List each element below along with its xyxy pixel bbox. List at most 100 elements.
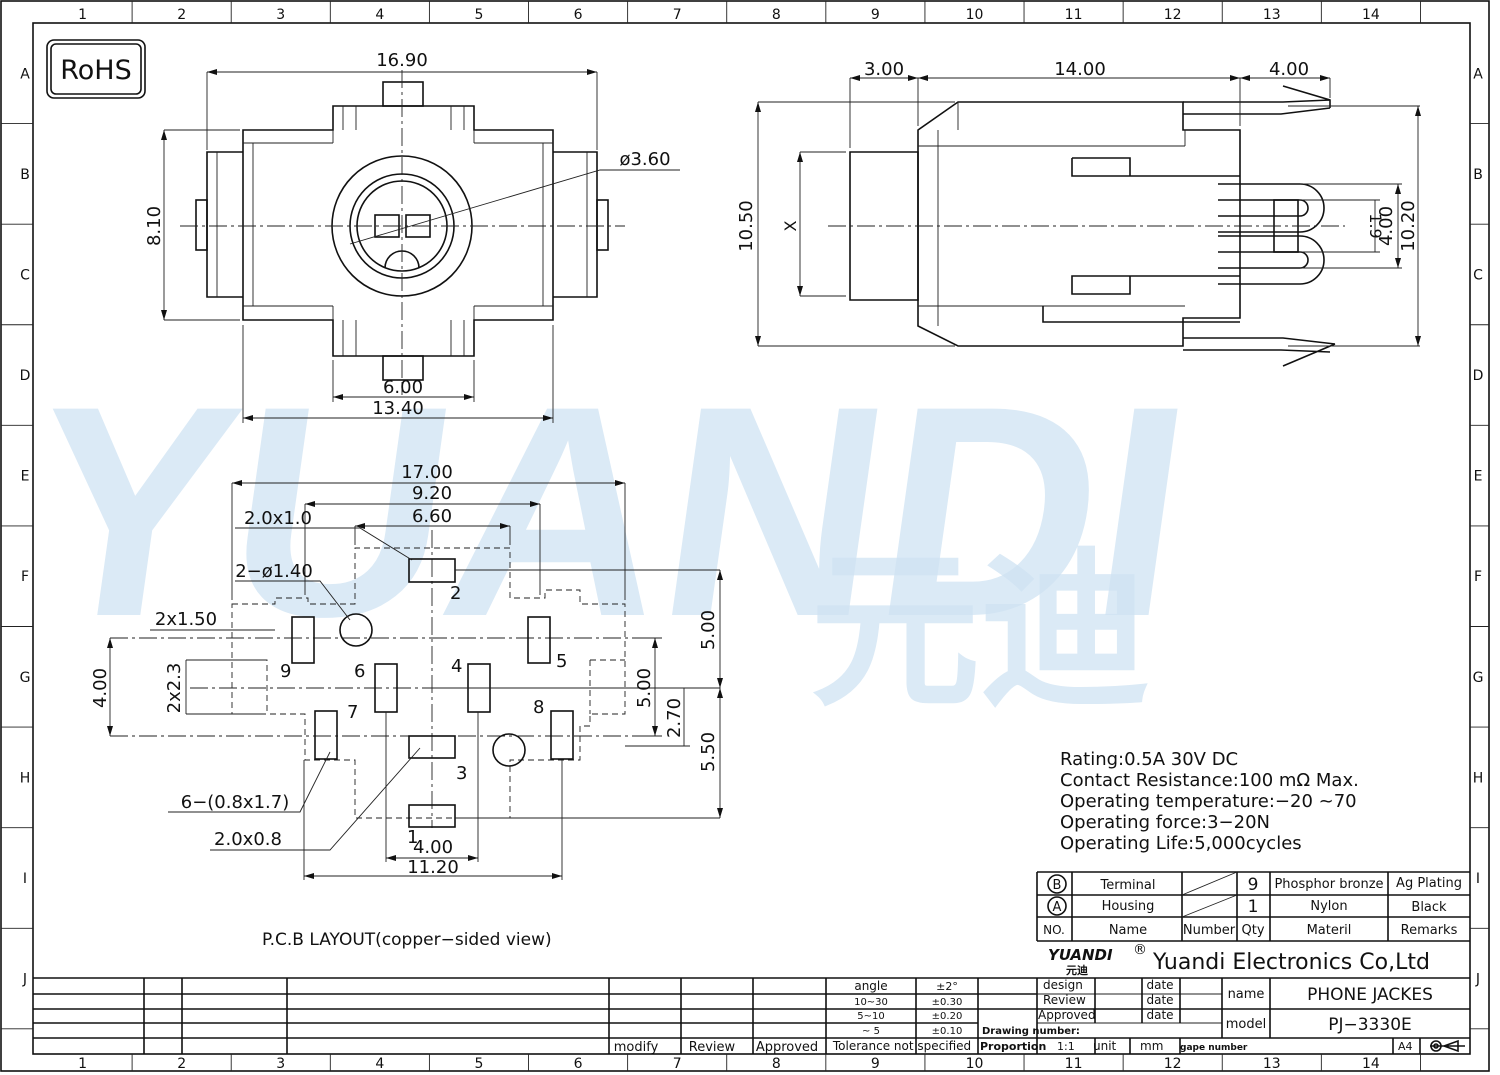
tolerance-label: Tolerance not specified xyxy=(832,1039,971,1053)
pin-4: 4 xyxy=(451,656,462,677)
dim-2x1-50: 2x1.50 xyxy=(155,609,217,630)
company-banner: YUANDI 元迪 ® Yuandi Electronics Co,Ltd xyxy=(1048,942,1430,977)
row-label: A xyxy=(1473,66,1483,82)
dim-hole: ø3.60 xyxy=(619,149,670,170)
pcb-slot-5 xyxy=(527,616,551,664)
row-label: B xyxy=(20,167,30,183)
pin-9: 9 xyxy=(280,661,291,682)
col-label: 6 xyxy=(574,1056,583,1072)
tb-model-label: model xyxy=(1226,1017,1266,1032)
tol-key: ~ 5 xyxy=(862,1026,880,1037)
company-reg: ® xyxy=(1133,942,1147,958)
bom-header-name: Name xyxy=(1109,923,1147,938)
col-label: 1 xyxy=(78,7,87,23)
tb-review: Review xyxy=(1043,993,1086,1007)
dim-x: X xyxy=(781,220,800,231)
col-label: 10 xyxy=(966,1056,984,1072)
tol-val: ±0.30 xyxy=(932,997,963,1008)
col-label: 2 xyxy=(177,7,186,23)
tb-sheet: A4 xyxy=(1398,1040,1413,1053)
dim-4-00-left: 4.00 xyxy=(90,668,111,708)
col-label: 10 xyxy=(966,7,984,23)
tol-key: 10~30 xyxy=(854,997,888,1008)
spec-line: Rating:0.5A 30V DC xyxy=(1060,749,1238,770)
row-label: J xyxy=(1475,972,1480,988)
tb-name-label: name xyxy=(1228,987,1265,1002)
dim-pad-2x1: 2.0x1.0 xyxy=(244,508,312,529)
watermark: YUANDI 元迪 xyxy=(10,343,1207,731)
row-label: D xyxy=(20,368,31,384)
pcb-slot-9 xyxy=(291,616,315,664)
bom-material: Phosphor bronze xyxy=(1274,877,1383,892)
tb-unit: unit xyxy=(1093,1039,1117,1053)
tb-date: date xyxy=(1146,978,1173,992)
spec-line: Contact Resistance:100 mΩ Max. xyxy=(1060,770,1359,791)
watermark-brand: YUANDI xyxy=(10,343,1207,678)
tol-key: 5~10 xyxy=(857,1011,884,1022)
tb-name-value: PHONE JACKES xyxy=(1307,985,1433,1005)
specifications: Rating:0.5A 30V DC Contact Resistance:10… xyxy=(1060,749,1359,854)
col-label: 7 xyxy=(673,7,682,23)
tb-page-number: gape number xyxy=(1180,1043,1248,1053)
tb-approved: Approved xyxy=(1038,1008,1096,1022)
tol-val: ±2° xyxy=(936,980,958,993)
tb-model-value: PJ−3330E xyxy=(1328,1015,1412,1035)
col-label: 3 xyxy=(276,7,285,23)
rev-review: Review xyxy=(689,1040,736,1055)
col-label: 3 xyxy=(276,1056,285,1072)
row-label: F xyxy=(21,569,29,585)
col-label: 12 xyxy=(1164,7,1182,23)
pin-5: 5 xyxy=(556,651,567,672)
dim-4-00-bottom: 4.00 xyxy=(413,837,453,858)
bom-mark: B xyxy=(1053,878,1062,893)
col-label: 11 xyxy=(1065,7,1083,23)
dim-9-20: 9.20 xyxy=(412,483,452,504)
bom-header-material: Materil xyxy=(1307,923,1352,938)
spec-line: Operating force:3−20N xyxy=(1060,812,1270,833)
col-label: 1 xyxy=(78,1056,87,1072)
bom-material: Nylon xyxy=(1310,899,1347,914)
col-label: 11 xyxy=(1065,1056,1083,1072)
pin-3: 3 xyxy=(456,763,467,784)
row-label: G xyxy=(20,670,31,686)
bom-name: Terminal xyxy=(1100,878,1156,893)
row-label: C xyxy=(20,267,30,283)
tol-val: ±0.20 xyxy=(932,1011,963,1022)
tb-proportion: Proportion xyxy=(980,1040,1046,1053)
pin-2: 2 xyxy=(450,583,461,604)
bom-qty: 1 xyxy=(1248,897,1259,917)
tb-scale: 1:1 xyxy=(1057,1040,1075,1053)
col-label: 5 xyxy=(475,1056,484,1072)
projection-symbol xyxy=(1430,1039,1465,1053)
front-view: 16.90 8.10 ø3.60 6.00 13.40 xyxy=(144,50,680,423)
dim-2x2-3: 2x2.3 xyxy=(164,663,185,714)
col-label: 9 xyxy=(871,7,880,23)
bom-header-qty: Qty xyxy=(1241,923,1264,938)
title-block: modify Review Approved angle ±2° 10~30 ±… xyxy=(33,977,1470,1055)
col-label: 4 xyxy=(375,7,384,23)
tb-unit-value: mm xyxy=(1140,1039,1163,1053)
rohs-label: RoHS xyxy=(60,55,132,86)
row-label: H xyxy=(1473,770,1484,786)
pcb-caption: P.C.B LAYOUT(copper−sided view) xyxy=(262,930,552,950)
row-label: F xyxy=(1474,569,1482,585)
side-view: 3.00 14.00 4.00 10.50 X 1.9 4.00 10.20 xyxy=(736,59,1421,367)
pin-1: 1 xyxy=(407,827,418,848)
dim-1-9: 1.9 xyxy=(1366,213,1385,238)
pin-numbers: 1 2 3 4 5 6 7 8 9 xyxy=(280,583,567,848)
company-name: Yuandi Electronics Co,Ltd xyxy=(1152,950,1430,975)
watermark-cn: 元迪 xyxy=(810,533,1150,731)
dim-2-70: 2.70 xyxy=(664,698,685,738)
dim-4-00-right: 4.00 xyxy=(1376,206,1397,246)
spec-line: Operating Life:5,000cycles xyxy=(1060,833,1302,854)
row-label: E xyxy=(1474,469,1483,485)
bom-header-number: Number xyxy=(1183,923,1236,938)
row-label: H xyxy=(20,770,31,786)
dim-6-60: 6.60 xyxy=(412,506,452,527)
dim-5-00-a: 5.00 xyxy=(698,610,719,650)
dim-17-00: 17.00 xyxy=(401,462,453,483)
bom-header-remarks: Remarks xyxy=(1401,923,1458,938)
dim-slots: 6−(0.8x1.7) xyxy=(181,792,289,813)
